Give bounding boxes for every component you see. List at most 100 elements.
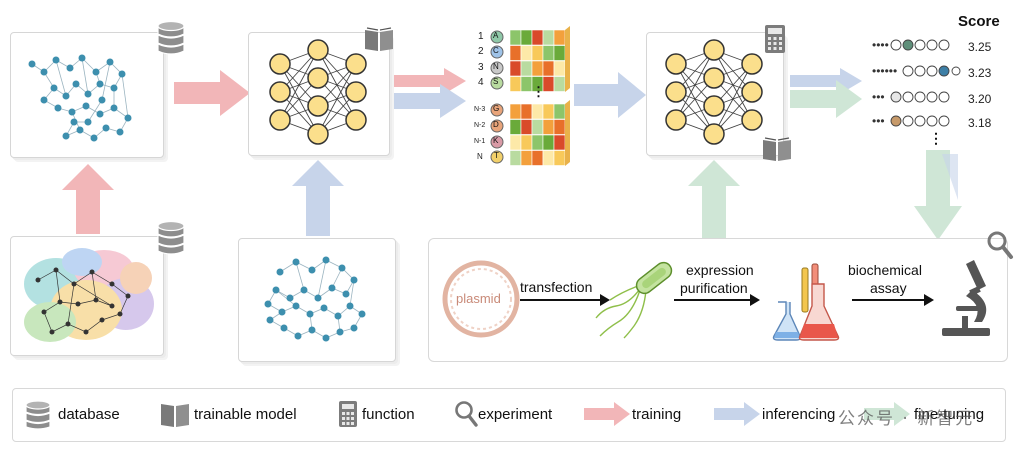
seq-index-n1: N-1 [474, 138, 486, 145]
seq-index-1: 1 [478, 31, 484, 42]
flask-icon [772, 263, 840, 341]
arrow-expression [674, 294, 760, 306]
score-title: Score [958, 13, 1000, 30]
transfection-label: transfection [520, 279, 593, 295]
heatmap-cell [531, 60, 544, 77]
legend-experiment-label: experiment [478, 406, 553, 423]
expression-label: expression [686, 262, 754, 278]
legend-fine-tuning-label: fine-tuning [914, 406, 985, 423]
probability-heatmap [509, 26, 570, 166]
seq-index-3: 3 [478, 62, 484, 73]
svg-text:•••: ••• [872, 114, 885, 128]
arrow-assay [852, 294, 934, 306]
legend-magnifier-icon [455, 401, 478, 427]
protein-surface [24, 248, 154, 342]
legend-training-arrow [584, 402, 630, 426]
variant-row-1: •••• [872, 38, 950, 52]
heatmap-cell [509, 76, 522, 92]
training-arrow-up [62, 164, 114, 234]
heatmap-cell [553, 45, 566, 61]
heatmap-cell [553, 103, 566, 120]
legend-function-label: function [362, 406, 415, 423]
heatmap-cell [542, 45, 555, 61]
residue-G: G [493, 104, 500, 113]
score-value-4: 3.18 [968, 116, 992, 130]
heatmap-cell [520, 45, 533, 61]
residue-A: A [493, 31, 499, 40]
heatmap-cell [520, 60, 533, 77]
inferencing-arrow-up [292, 160, 344, 236]
heatmap-cell [542, 29, 555, 46]
microscope-icon [942, 260, 990, 336]
residue-D: D [493, 120, 499, 129]
legend-training-label: training [632, 406, 682, 423]
score-value-2: 3.23 [968, 66, 992, 80]
biochemical-label: biochemical [848, 262, 922, 278]
legend-inferencing-arrow [714, 402, 760, 426]
residue-T: T [494, 151, 499, 160]
heatmap-ellipsis: ⋮ [532, 84, 545, 99]
residue-column [490, 30, 504, 164]
database-icon [157, 20, 185, 55]
fine-tuning-arrow-right [790, 80, 862, 118]
book-icon [365, 27, 393, 51]
arrow-transfection [520, 294, 610, 306]
score-ellipsis: ⋮ [929, 130, 943, 146]
svg-text:••••••: •••••• [872, 64, 897, 78]
seq-index-n3: N-3 [474, 106, 486, 113]
heatmap-cell [509, 60, 522, 77]
heatmap-cell [553, 134, 566, 151]
heatmap-cell [509, 119, 522, 135]
protein-graph-top [28, 54, 132, 142]
heatmap-cell [553, 60, 566, 77]
purification-label: purification [680, 280, 748, 296]
bacterium-icon [595, 261, 673, 339]
neural-network-1 [269, 39, 367, 145]
heatmap-cell [531, 150, 544, 166]
plasmid-label: plasmid [456, 291, 501, 306]
heatmap-cell [509, 134, 522, 151]
fine-tuning-arrow-down [914, 150, 962, 240]
training-arrow-right-1 [174, 70, 250, 116]
heatmap-cell [542, 134, 555, 151]
heatmap-cell [531, 45, 544, 61]
legend-book-icon [161, 404, 189, 427]
inferencing-arrow-right-1 [394, 84, 466, 118]
heatmap-cell [531, 119, 544, 135]
database-icon-2 [157, 220, 185, 255]
heatmap-cell [509, 150, 522, 166]
heatmap-cell [520, 76, 533, 92]
heatmap-cell [553, 76, 566, 92]
heatmap-side [565, 100, 570, 166]
neural-network-2 [665, 39, 763, 145]
legend-fine-tuning-arrow [864, 402, 910, 426]
heatmap-cell [553, 29, 566, 46]
svg-text:•••: ••• [872, 90, 885, 104]
heatmap-cell [542, 150, 555, 166]
calculator-icon [765, 25, 785, 53]
protein-graph-bottom [264, 256, 366, 342]
seq-index-n: N [477, 152, 483, 161]
variant-row-2: •••••• [872, 64, 961, 78]
legend-database-label: database [58, 406, 120, 423]
book-icon-2 [763, 137, 791, 161]
residue-S: S [493, 77, 499, 86]
variant-row-4: ••• [872, 114, 950, 128]
seq-index-2: 2 [478, 46, 484, 57]
legend-calculator-icon [339, 401, 357, 427]
legend-database-icon [25, 400, 51, 430]
fine-tuning-arrow-up [688, 160, 740, 238]
heatmap-cell [553, 119, 566, 135]
magnifier-icon [987, 231, 1013, 259]
variant-row-3: ••• [872, 90, 950, 104]
heatmap-cell [531, 29, 544, 46]
seq-index-n2: N-2 [474, 122, 486, 129]
heatmap-cell [542, 103, 555, 120]
heatmap-cell [520, 134, 533, 151]
heatmap-cell [531, 134, 544, 151]
score-value-1: 3.25 [968, 40, 992, 54]
heatmap-cell [542, 60, 555, 77]
legend-inferencing-label: inferencing [762, 406, 836, 423]
heatmap-cell [520, 103, 533, 120]
heatmap-cell [520, 150, 533, 166]
